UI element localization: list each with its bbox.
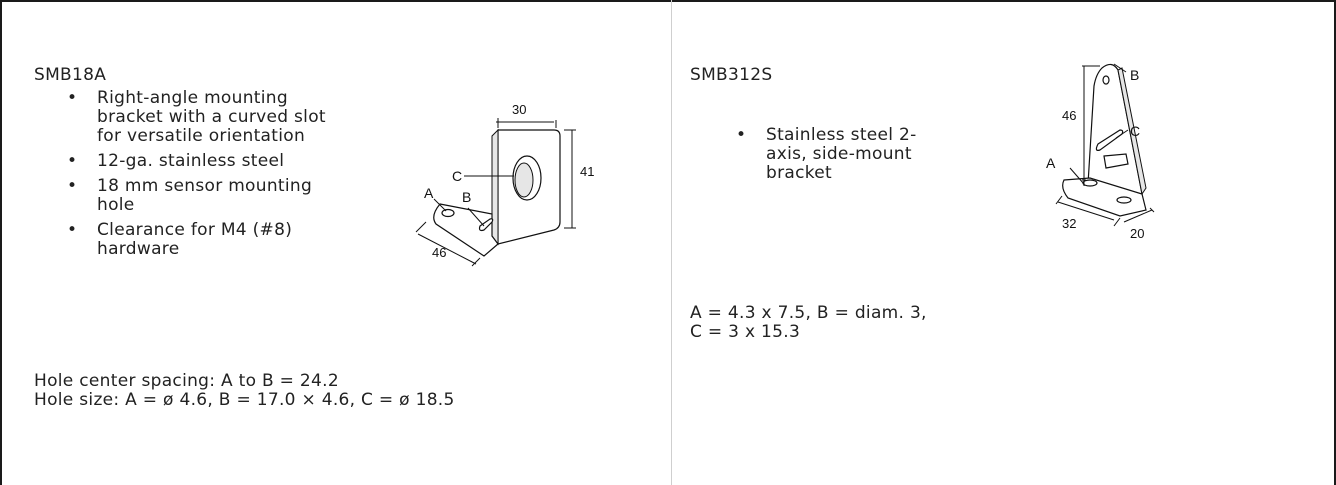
bullet-dot: •	[67, 176, 78, 196]
hole-size-spec: A = 4.3 x 7.5, B = diam. 3,	[690, 303, 927, 323]
bracket-drawing-smb18a: 30 41 46 C A B	[415, 102, 594, 267]
product-panel-smb312s: SMB312S • Stainless steel 2-axis, side-mo…	[672, 0, 1334, 485]
dim-depth-label: 46	[432, 245, 446, 260]
feature-text: Clearance for M4 (#8) hardware	[97, 220, 293, 259]
feature-list: • Right-angle mounting bracket with a cur…	[67, 88, 327, 265]
feature-item: • 18 mm sensor mounting hole	[67, 176, 327, 215]
product-title: SMB18A	[34, 65, 107, 85]
bracket-drawing-smb312s: 46 32 20 B C A	[1046, 63, 1155, 241]
feature-text: 18 mm sensor mounting hole	[97, 176, 313, 215]
feature-item: • 12-ga. stainless steel	[67, 151, 327, 171]
bullet-dot: •	[67, 151, 78, 171]
feature-item: • Stainless steel 2-axis, side-mount brac…	[736, 125, 946, 183]
hole-b-label: B	[1130, 67, 1139, 83]
feature-item: • Right-angle mounting bracket with a cur…	[67, 88, 327, 146]
dim-height-label: 46	[1062, 108, 1076, 123]
hole-c-label: C	[1130, 123, 1140, 139]
hole-b-label: B	[462, 189, 471, 205]
bullet-dot: •	[736, 125, 747, 145]
hole-size-spec: Hole size: A = ø 4.6, B = 17.0 × 4.6, C …	[34, 390, 455, 410]
feature-text: Right-angle mounting bracket with a curv…	[97, 88, 326, 146]
hole-spacing-spec: Hole center spacing: A to B = 24.2	[34, 371, 339, 391]
hole-size-spec-cont: C = 3 x 15.3	[690, 322, 801, 342]
dim-height-label: 41	[580, 164, 594, 179]
column-divider	[671, 0, 672, 485]
feature-text: 12-ga. stainless steel	[97, 151, 285, 171]
feature-item: • Clearance for M4 (#8) hardware	[67, 220, 327, 259]
dim-width-label: 30	[512, 102, 526, 117]
product-panel-smb18a: SMB18A • Right-angle mounting bracket wit…	[2, 0, 671, 485]
product-title: SMB312S	[690, 65, 773, 85]
bullet-dot: •	[67, 220, 78, 240]
feature-text: Stainless steel 2-axis, side-mount brack…	[766, 125, 917, 183]
bullet-dot: •	[67, 88, 78, 108]
hole-c-label: C	[452, 168, 462, 184]
dim-width-label: 20	[1130, 226, 1144, 241]
dim-depth-label: 32	[1062, 216, 1076, 231]
feature-list: • Stainless steel 2-axis, side-mount brac…	[736, 125, 946, 189]
hole-a-label: A	[1046, 155, 1056, 171]
hole-a-label: A	[424, 185, 434, 201]
